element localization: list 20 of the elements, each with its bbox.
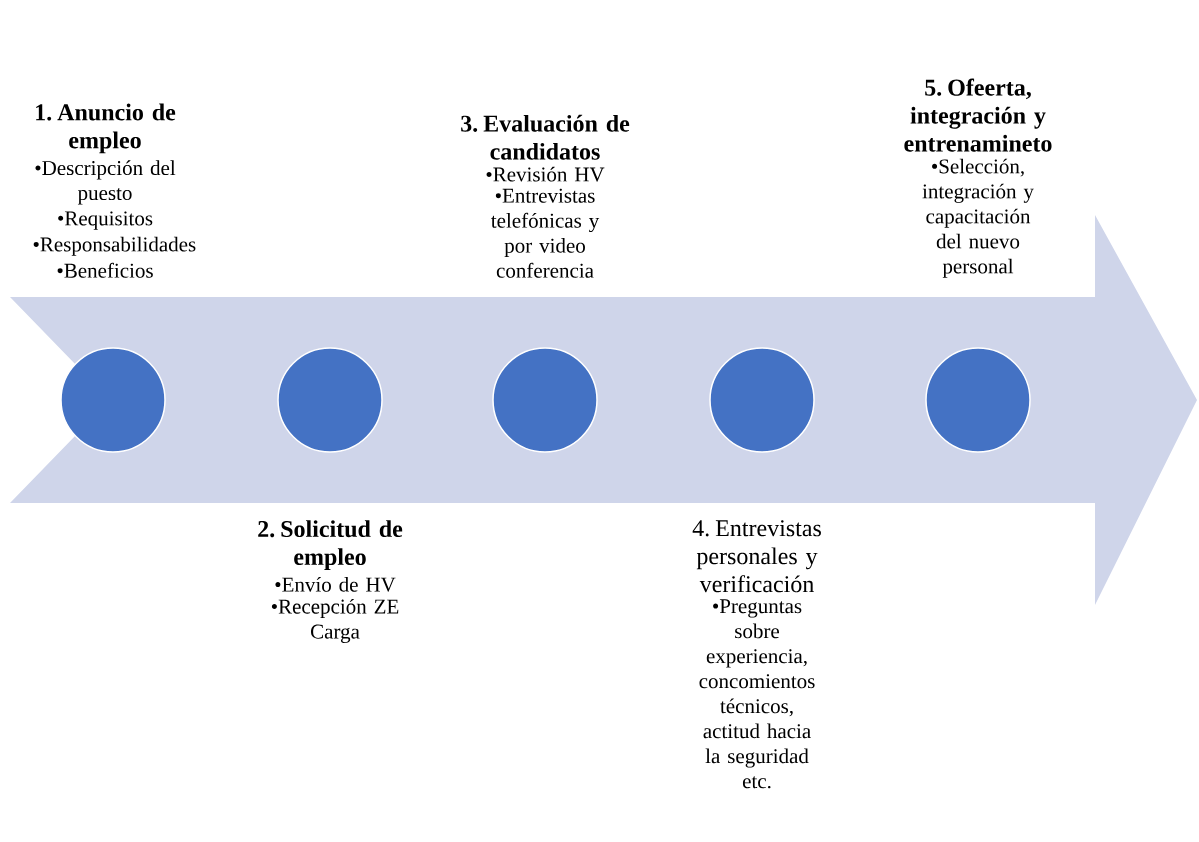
- bullet-text: •Responsabilidades: [33, 236, 196, 256]
- step-circle: [492, 347, 598, 453]
- step-heading: 2. Solicitud de empleo: [258, 520, 403, 570]
- bullet-text: •Descripción del puesto: [35, 160, 176, 205]
- bullet-text: •Entrevistas telefónicas y por video conferencia: [491, 188, 600, 278]
- step-heading: 5. Ofeerta, integración y entrenamineto: [904, 78, 1052, 152]
- step-heading: 3. Evaluación de candidatos: [461, 114, 630, 160]
- bullet-text: •Selección, integración y capacitación del nuevo personal: [922, 158, 1034, 278]
- bullet-text: •Beneficios: [57, 262, 153, 278]
- step-circle: [60, 347, 166, 453]
- step-circle: [709, 347, 815, 453]
- step-heading: 1. Anuncio de empleo: [36, 103, 176, 154]
- bullet-text: •Preguntas sobre experiencia, concomientos técnicos, actitud hacia la seguridad etc.: [699, 599, 815, 789]
- bullet-text: •Recepción ZE Carga: [271, 598, 399, 643]
- step-circle: [277, 347, 383, 453]
- step-heading: 4. Entrevistas personales y verificación: [692, 520, 821, 593]
- bullet-text: •Envío de HV: [275, 576, 396, 592]
- step-circle: [925, 347, 1031, 453]
- bullet-text: •Revisión HV: [486, 166, 605, 182]
- bullet-text: •Requisitos: [58, 211, 153, 230]
